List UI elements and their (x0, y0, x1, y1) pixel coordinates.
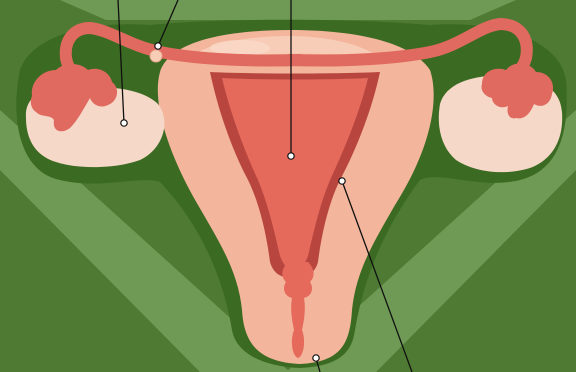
leader-dot-ovary (121, 120, 127, 126)
leader-dot-wall (339, 178, 345, 184)
leader-dot-cavity (288, 153, 294, 159)
background-band-top (60, 0, 516, 20)
leader-dot-tube (155, 43, 161, 49)
leader-dot-canal (313, 355, 319, 361)
tube-opening (150, 50, 162, 62)
